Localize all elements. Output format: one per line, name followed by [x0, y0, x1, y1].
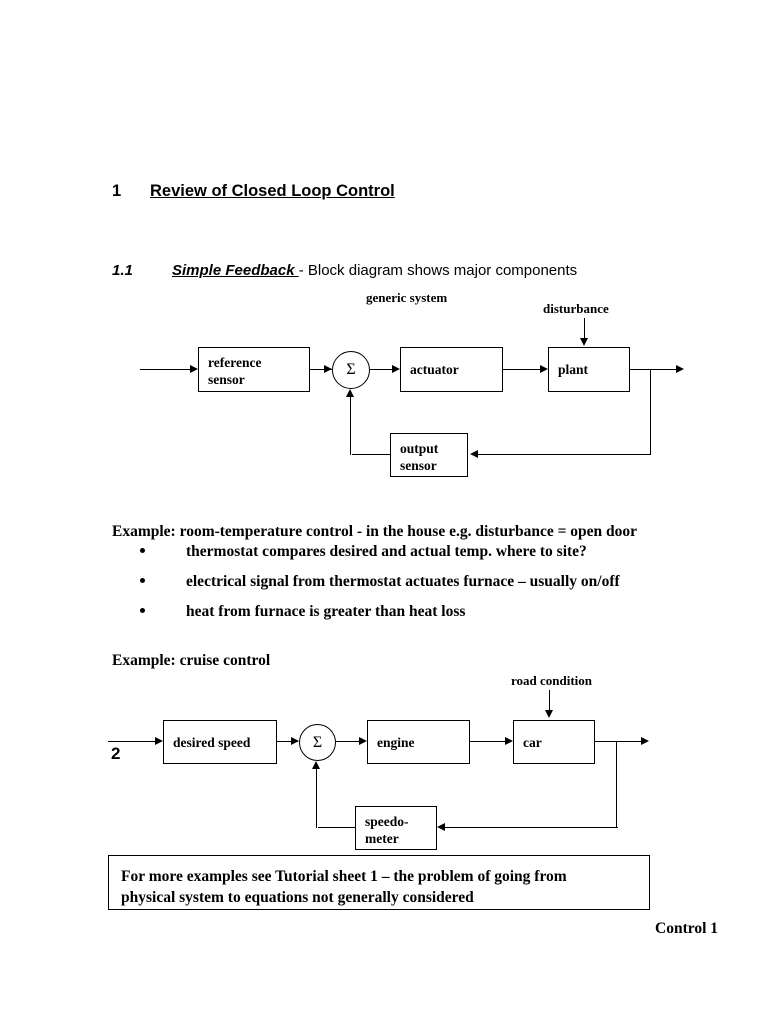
diagram1-link-actuator-to-plant [503, 369, 541, 371]
section-heading-1-1: 1.1 Simple Feedback - Block diagram shows… [112, 262, 577, 279]
footer-label: Control 1 [655, 920, 719, 937]
list-item: electrical signal from thermostat actuat… [140, 573, 700, 591]
diagram2-disturbance-line [549, 690, 551, 712]
diagram2-output-arrowhead [641, 737, 649, 745]
diagram1-disturbance-label: disturbance [543, 301, 609, 316]
block-desired-speed: desired speed [163, 720, 277, 764]
block-output-sensor: output sensor [390, 433, 468, 477]
diagram1-output-arrowhead [676, 365, 684, 373]
diagram2-link-sum-to-engine [336, 741, 361, 743]
diagram1-feedback-arrowhead [470, 450, 478, 458]
note-line-1: For more examples see Tutorial sheet 1 –… [121, 868, 567, 885]
section-number: 1 [112, 182, 122, 200]
list-item-label: electrical signal from thermostat actuat… [186, 573, 620, 590]
diagram1-disturbance-arrowhead [580, 338, 588, 346]
diagram2-arrowhead-car-in [505, 737, 513, 745]
diagram1-return-vertical [350, 397, 352, 455]
diagram1-feedback-horizontal [478, 454, 651, 456]
block-actuator: actuator [400, 347, 503, 392]
diagram2-arrowhead-engine-in [359, 737, 367, 745]
diagram2-disturbance-label: road condition [511, 673, 593, 688]
list-item: thermostat compares desired and actual t… [140, 543, 700, 561]
bullet-icon [140, 548, 145, 553]
block-engine: engine [367, 720, 470, 764]
diagram2-feedback-arrowhead [437, 823, 445, 831]
diagram1-return-arrowhead [346, 389, 354, 397]
diagram2-input-line [108, 741, 156, 743]
list-item-label: heat from furnace is greater than heat l… [186, 603, 466, 620]
block-diagram-generic-system: generic system disturbance reference sen… [0, 0, 768, 500]
diagram2-disturbance-arrowhead [545, 710, 553, 718]
diagram1-disturbance-line [584, 318, 586, 340]
diagram2-feedback-horizontal [445, 827, 618, 829]
subsection-number: 1.1 [112, 262, 133, 279]
subsection-title: Simple Feedback [172, 262, 299, 279]
list-item: heat from furnace is greater than heat l… [140, 603, 700, 621]
block-speedometer: speedo- meter [355, 806, 437, 850]
block-car: car [513, 720, 595, 764]
diagram2-output-line [595, 741, 642, 743]
diagram1-arrowhead-plant-in [540, 365, 548, 373]
diagram2-link-engine-to-car [470, 741, 506, 743]
list-item-label: thermostat compares desired and actual t… [186, 543, 587, 560]
diagram1-title: generic system [366, 290, 448, 305]
diagram1-arrowhead-sum-in [324, 365, 332, 373]
diagram1-return-horizontal [352, 454, 391, 456]
bullet-icon [140, 578, 145, 583]
diagram2-arrowhead-sum-in [291, 737, 299, 745]
example-room-lead: Example: room-temperature control - in t… [112, 523, 638, 540]
diagram2-feedback-vertical [616, 741, 618, 828]
subsection-description: - Block diagram shows major components [298, 262, 578, 279]
diagram1-input-arrowhead [190, 365, 198, 373]
summing-junction-2: Σ [299, 724, 336, 761]
bullet-icon [140, 608, 145, 613]
page-marker: 2 [111, 744, 121, 763]
note-box: For more examples see Tutorial sheet 1 –… [108, 855, 650, 910]
diagram1-link-ref-to-sum [310, 369, 332, 371]
note-line-2: physical system to equations not general… [121, 889, 474, 906]
diagram2-input-arrowhead [155, 737, 163, 745]
summing-junction-1: Σ [332, 351, 370, 389]
diagram1-feedback-vertical [650, 369, 652, 455]
diagram2-link-desired-to-sum [277, 741, 298, 743]
diagram1-arrowhead-actuator-in [392, 365, 400, 373]
section-heading-1: 1 Review of Closed Loop Control [112, 182, 395, 201]
block-reference-sensor: reference sensor [198, 347, 310, 392]
page-title: Review of Closed Loop Control [150, 182, 395, 200]
diagram1-link-sum-to-actuator [370, 369, 394, 371]
block-plant: plant [548, 347, 630, 392]
example-cruise-lead: Example: cruise control [112, 652, 271, 669]
diagram2-return-arrowhead [312, 761, 320, 769]
diagram2-return-vertical [316, 769, 318, 828]
diagram1-input-line [140, 369, 191, 371]
diagram2-return-horizontal [318, 827, 356, 829]
diagram1-output-line [630, 369, 677, 371]
